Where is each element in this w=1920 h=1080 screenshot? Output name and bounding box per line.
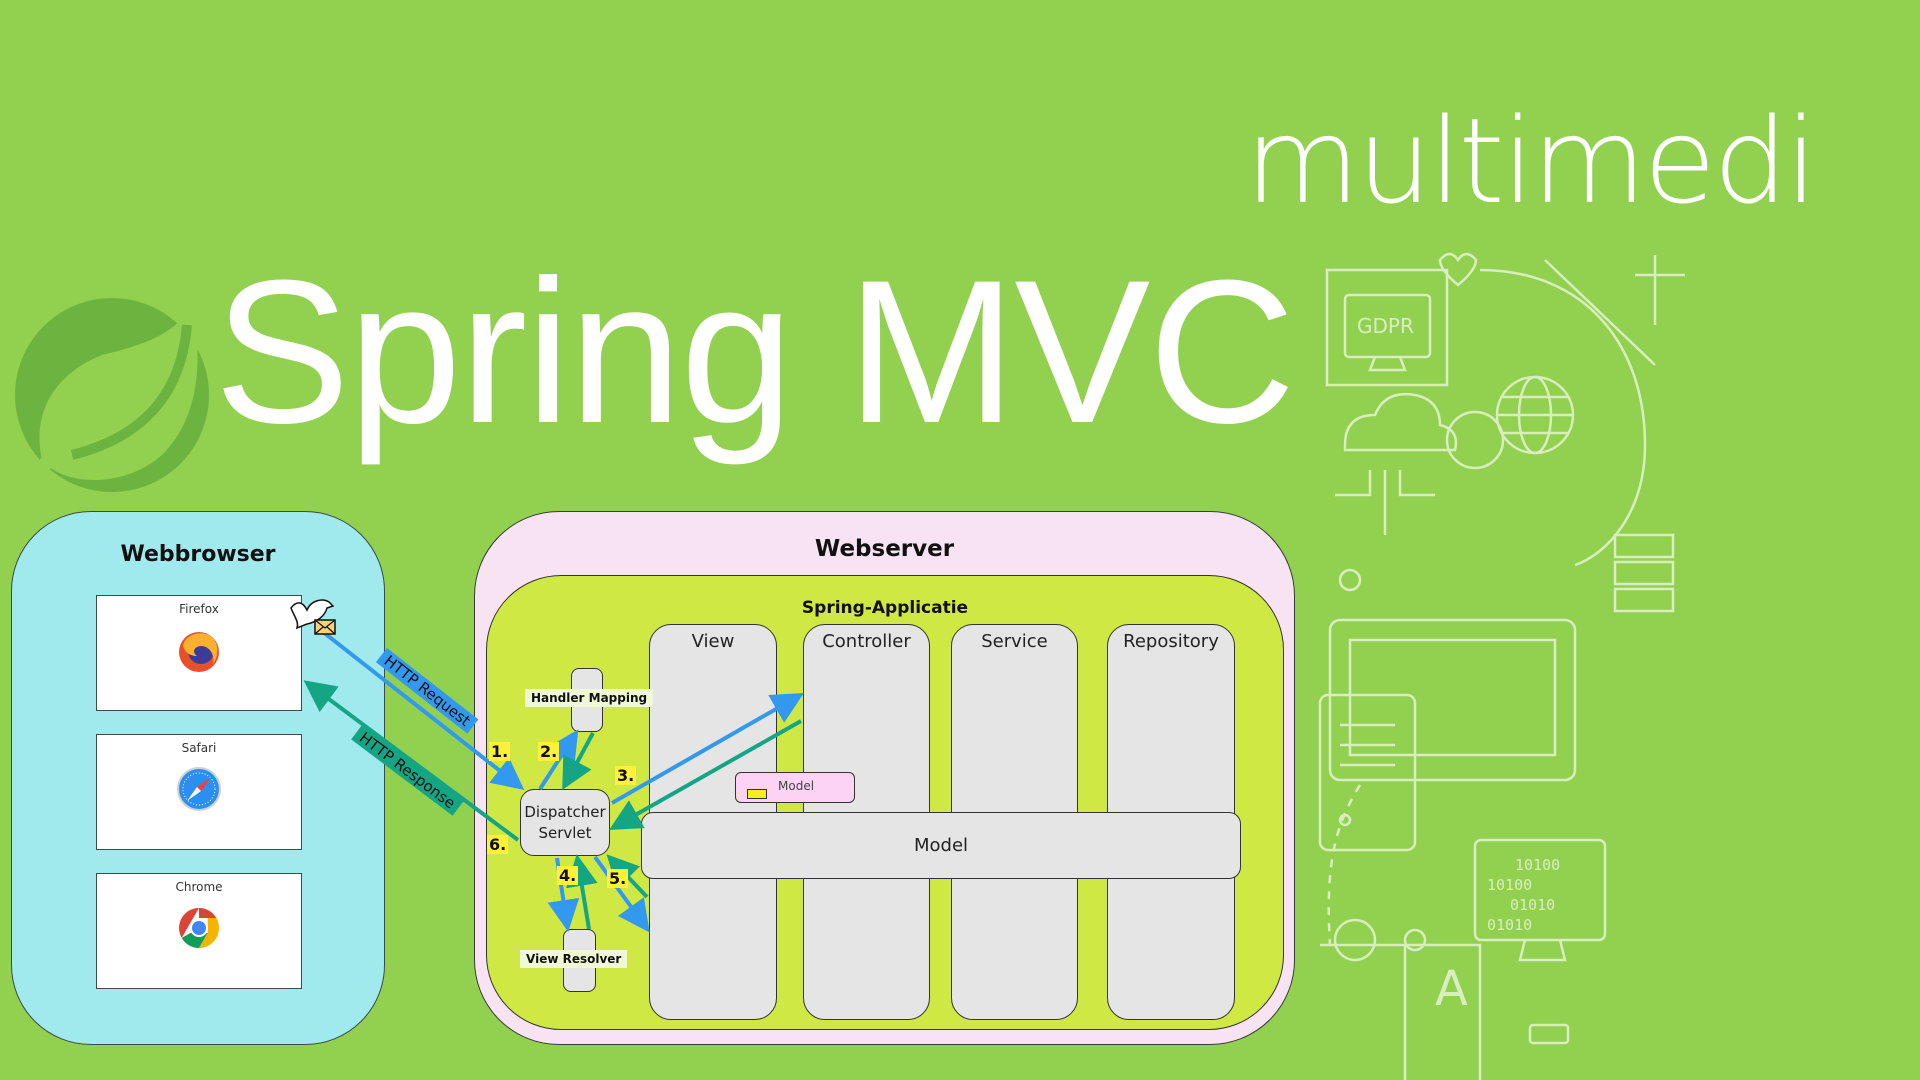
browser-label: Firefox	[179, 602, 219, 616]
model-bar[interactable]: Model	[641, 812, 1241, 879]
step-badge-2: 2.	[538, 742, 560, 761]
browser-card-firefox[interactable]: Firefox	[96, 595, 302, 711]
step-badge-6: 6.	[487, 835, 509, 854]
model-object[interactable]: Model	[735, 772, 855, 803]
dispatcher-label-line1: Dispatcher	[524, 803, 606, 822]
layer-label: Repository	[1123, 631, 1219, 652]
spring-app-title: Spring-Applicatie	[801, 598, 969, 618]
webserver-title: Webserver	[814, 536, 955, 562]
browser-label: Safari	[181, 741, 217, 755]
tech-illustration-icon: GDPR 10100 10100 01010 01010 A	[1318, 252, 1685, 1080]
layer-label: View	[691, 631, 735, 652]
step-badge-4: 4.	[557, 866, 579, 885]
chrome-icon	[179, 908, 219, 948]
browser-card-safari[interactable]: Safari	[96, 734, 302, 850]
svg-text:10100: 10100	[1515, 856, 1560, 874]
browser-card-chrome[interactable]: Chrome	[96, 873, 302, 989]
multimedi-logo: multimedi	[1245, 92, 1818, 230]
binary-monitor-icon	[1473, 838, 1607, 942]
svg-text:01010: 01010	[1510, 896, 1555, 914]
svg-text:GDPR: GDPR	[1357, 314, 1414, 338]
view-resolver-label: View Resolver	[520, 950, 628, 968]
code-monitor-icon	[1328, 618, 1577, 782]
page-title: Spring MVC	[214, 238, 1296, 466]
layer-label: Controller	[822, 631, 911, 652]
model-object-label: Model	[778, 779, 815, 793]
gdpr-monitor-icon	[1343, 293, 1432, 359]
spring-leaf-logo-icon	[15, 298, 209, 492]
webbrowser-title: Webbrowser	[120, 542, 276, 567]
dispatcher-label-line2: Servlet	[538, 823, 592, 842]
cloud-download-icon	[1333, 918, 1377, 962]
model-tag-icon	[747, 789, 767, 799]
server-rack-icon	[1613, 587, 1675, 613]
heart-icon	[1438, 252, 1478, 287]
step-badge-3: 3.	[615, 766, 637, 785]
layer-label: Service	[981, 631, 1048, 652]
cloud-icon	[1343, 392, 1458, 452]
safari-icon	[177, 767, 221, 811]
dove-with-envelope-icon	[290, 599, 336, 635]
firefox-icon	[179, 632, 219, 672]
svg-text:01010: 01010	[1487, 916, 1532, 934]
step-badge-1: 1.	[489, 742, 511, 761]
step-badge-5: 5.	[607, 869, 629, 888]
svg-text:10100: 10100	[1487, 876, 1532, 894]
tablet-icon	[1318, 693, 1417, 852]
windows-logo-icon	[1445, 410, 1505, 470]
battery-icon	[1528, 1023, 1570, 1045]
svg-text:A: A	[1435, 961, 1468, 1017]
http-request-label: HTTP Request	[375, 648, 479, 734]
browser-label: Chrome	[175, 880, 223, 894]
handler-mapping-label: Handler Mapping	[525, 689, 654, 707]
